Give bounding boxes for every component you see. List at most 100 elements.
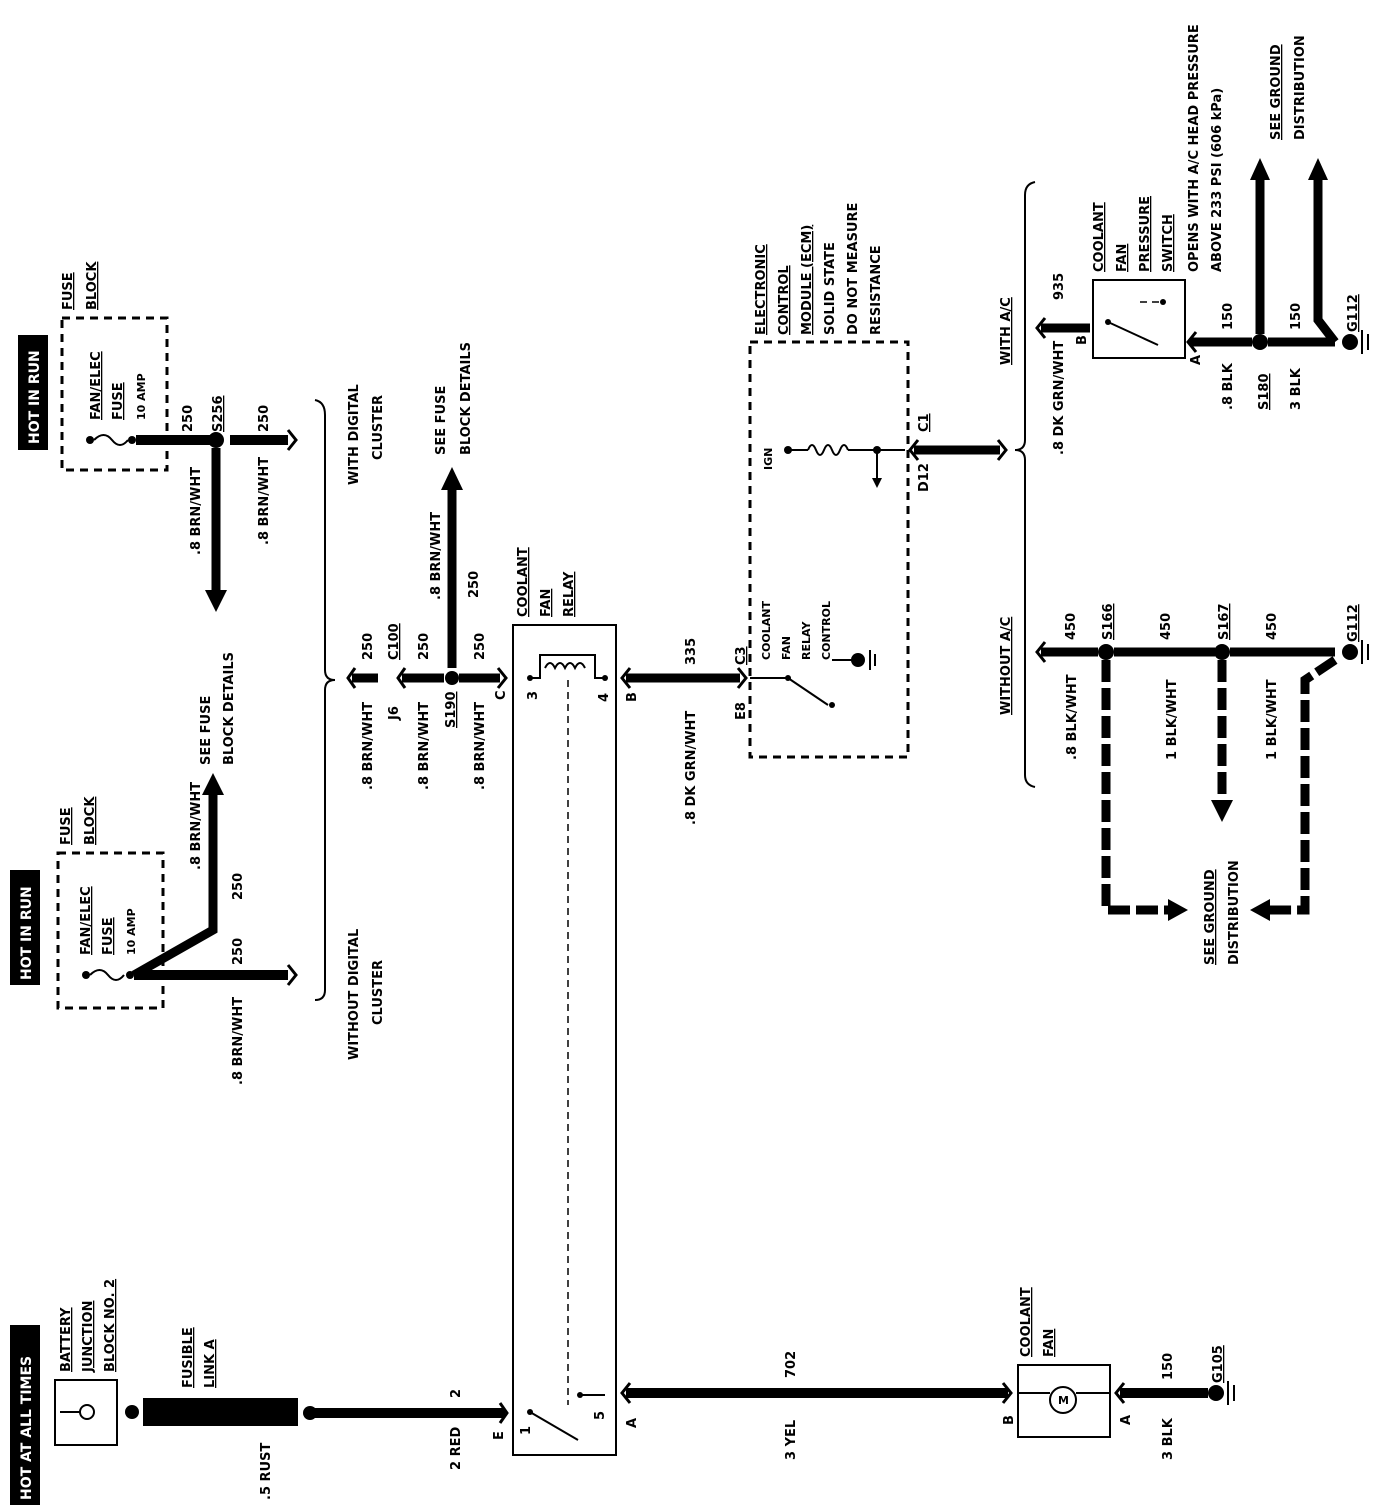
svg-text:FAN: FAN: [539, 589, 554, 617]
svg-text:FAN: FAN: [780, 636, 793, 660]
svg-text:DO NOT MEASURE: DO NOT MEASURE: [846, 203, 861, 335]
svg-text:3 BLK: 3 BLK: [1161, 1417, 1176, 1460]
svg-text:CONTROL: CONTROL: [820, 601, 833, 660]
svg-text:G105: G105: [1211, 1345, 1226, 1383]
svg-text:HOT AT ALL TIMES: HOT AT ALL TIMES: [19, 1356, 35, 1500]
svg-text:.8 BRN/WHT: .8 BRN/WHT: [473, 702, 488, 790]
svg-text:A: A: [625, 1418, 640, 1428]
svg-text:E8: E8: [734, 702, 749, 720]
svg-text:250: 250: [231, 938, 246, 965]
svg-text:BLOCK DETAILS: BLOCK DETAILS: [459, 342, 474, 455]
svg-text:CLUSTER: CLUSTER: [371, 395, 386, 460]
svg-text:C: C: [494, 690, 509, 700]
with-ac-section: WITH A/C 935 .8 DK GRN/WHT B COOLANT FAN…: [999, 24, 1369, 455]
tag-hot-in-run-lower: HOT IN RUN: [10, 870, 40, 985]
svg-text:WITH DIGITAL: WITH DIGITAL: [347, 384, 362, 485]
ecm-module: ELECTRONIC CONTROL MODULE (ECM) SOLID ST…: [748, 203, 910, 759]
svg-text:5: 5: [593, 1411, 608, 1420]
svg-text:CLUSTER: CLUSTER: [371, 960, 386, 1025]
svg-text:COOLANT: COOLANT: [760, 600, 773, 660]
without-ac-section: WITHOUT A/C 450 S166 .8 BLK/WHT 450 S167…: [999, 604, 1369, 965]
svg-text:FUSE: FUSE: [61, 272, 76, 310]
svg-text:.8 BRN/WHT: .8 BRN/WHT: [429, 512, 444, 600]
svg-text:G112: G112: [1346, 294, 1361, 332]
svg-text:2: 2: [449, 1389, 464, 1398]
svg-text:B: B: [1002, 1415, 1017, 1425]
svg-text:.8 BRN/WHT: .8 BRN/WHT: [231, 997, 246, 1085]
svg-text:250: 250: [361, 633, 376, 660]
svg-text:.8 BRN/WHT: .8 BRN/WHT: [361, 702, 376, 790]
svg-text:BLOCK DETAILS: BLOCK DETAILS: [222, 652, 237, 765]
svg-text:BATTERY: BATTERY: [59, 1307, 74, 1372]
svg-text:SEE GROUND: SEE GROUND: [1203, 869, 1218, 965]
svg-text:.8 BRN/WHT: .8 BRN/WHT: [257, 457, 272, 545]
wire-ecm-to-ac: C1 D12: [908, 181, 1036, 788]
svg-text:RELAY: RELAY: [562, 571, 577, 617]
svg-text:CONTROL: CONTROL: [777, 265, 792, 335]
svg-text:250: 250: [417, 633, 432, 660]
svg-text:450: 450: [1064, 613, 1079, 640]
svg-text:250: 250: [181, 405, 196, 432]
svg-text:RELAY: RELAY: [800, 621, 813, 660]
svg-text:PRESSURE: PRESSURE: [1138, 196, 1153, 272]
svg-text:IGN: IGN: [762, 448, 775, 470]
svg-text:SEE FUSE: SEE FUSE: [434, 386, 449, 455]
lower-circuit: .8 BRN/WHT 250 250 .8 BRN/WHT WITHOUT DI…: [131, 773, 386, 1085]
svg-text:ELECTRONIC: ELECTRONIC: [754, 244, 769, 335]
svg-text:SEE FUSE: SEE FUSE: [199, 696, 214, 765]
svg-text:FUSIBLE: FUSIBLE: [181, 1327, 196, 1388]
svg-text:S167: S167: [1217, 604, 1232, 641]
svg-text:FAN/ELEC: FAN/ELEC: [79, 886, 94, 955]
svg-text:C100: C100: [387, 623, 402, 660]
svg-text:150: 150: [1161, 1353, 1176, 1380]
svg-text:250: 250: [231, 873, 246, 900]
svg-text:250: 250: [473, 633, 488, 660]
svg-text:JUNCTION: JUNCTION: [81, 1301, 96, 1373]
svg-text:150: 150: [1221, 303, 1236, 330]
svg-text:2 RED: 2 RED: [449, 1427, 464, 1470]
svg-text:S180: S180: [1257, 374, 1272, 411]
svg-text:C1: C1: [917, 413, 932, 432]
svg-text:450: 450: [1159, 613, 1174, 640]
svg-text:BLOCK NO. 2: BLOCK NO. 2: [103, 1279, 118, 1372]
svg-text:COOLANT: COOLANT: [1019, 1287, 1034, 1357]
svg-text:E: E: [492, 1431, 507, 1440]
coolant-fan-motor: COOLANT FAN M B A 150 3 BLK G105: [1002, 1287, 1235, 1460]
svg-text:G112: G112: [1346, 604, 1361, 642]
wire-relay-to-ecm: B 335 .8 DK GRN/WHT C3 E8: [620, 638, 749, 825]
svg-text:FAN/ELEC: FAN/ELEC: [89, 351, 104, 420]
svg-text:OPENS WITH A/C HEAD PRESSURE: OPENS WITH A/C HEAD PRESSURE: [1187, 24, 1202, 272]
fusible-link-a: FUSIBLE LINK A .5 RUST: [143, 1327, 317, 1500]
svg-text:.8 DK GRN/WHT: .8 DK GRN/WHT: [1052, 341, 1067, 455]
fuse-block-upper: FUSE BLOCK FAN/ELEC FUSE 10 AMP: [60, 261, 224, 472]
svg-text:702: 702: [784, 1351, 799, 1378]
svg-text:FAN: FAN: [1115, 244, 1130, 272]
svg-text:.5 RUST: .5 RUST: [259, 1443, 274, 1500]
svg-text:WITH A/C: WITH A/C: [999, 297, 1014, 365]
svg-text:S166: S166: [1101, 604, 1116, 641]
svg-text:SOLID STATE: SOLID STATE: [823, 242, 838, 335]
svg-text:150: 150: [1289, 303, 1304, 330]
svg-text:WITHOUT DIGITAL: WITHOUT DIGITAL: [347, 929, 362, 1060]
battery-junction-block: BATTERY JUNCTION BLOCK NO. 2: [54, 1279, 139, 1446]
svg-text:250: 250: [467, 571, 482, 598]
wire-power-feed: 2 2 RED E: [315, 1389, 509, 1470]
svg-text:DISTRIBUTION: DISTRIBUTION: [1293, 35, 1308, 140]
fuse-block-lower: FUSE BLOCK FAN/ELEC FUSE 10 AMP: [56, 796, 298, 1010]
center-connectors: .8 BRN/WHT 250 SEE FUSE BLOCK DETAILS 25…: [346, 342, 509, 790]
svg-text:SEE GROUND: SEE GROUND: [1269, 44, 1284, 140]
svg-text:.8 DK GRN/WHT: .8 DK GRN/WHT: [684, 711, 699, 825]
svg-text:B: B: [625, 692, 640, 702]
svg-text:.8 BRN/WHT: .8 BRN/WHT: [417, 702, 432, 790]
svg-text:HOT IN RUN: HOT IN RUN: [19, 886, 35, 980]
svg-text:HOT IN RUN: HOT IN RUN: [27, 350, 43, 444]
svg-text:3 BLK: 3 BLK: [1289, 367, 1304, 410]
svg-text:10 AMP: 10 AMP: [135, 373, 148, 420]
svg-text:A: A: [1189, 355, 1204, 365]
svg-text:MODULE (ECM): MODULE (ECM): [800, 225, 815, 335]
svg-text:FUSE: FUSE: [101, 917, 116, 955]
svg-text:J6: J6: [387, 706, 402, 721]
svg-text:1: 1: [519, 1426, 534, 1435]
